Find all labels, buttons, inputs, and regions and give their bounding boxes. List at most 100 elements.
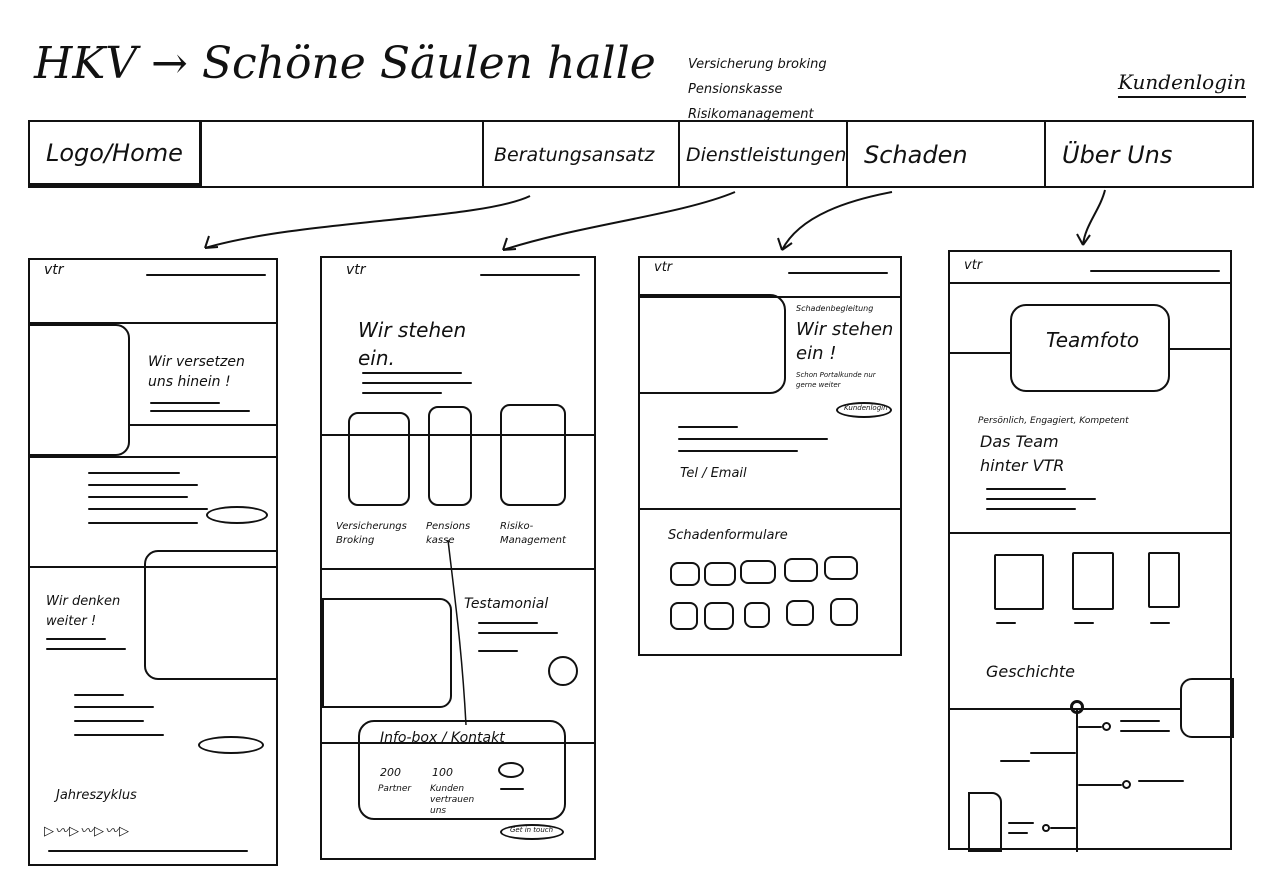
form-tile[interactable] (784, 558, 818, 582)
service-card[interactable] (348, 412, 410, 506)
nav-spacer (202, 122, 484, 188)
service-card[interactable] (428, 406, 472, 506)
text-scribble (986, 498, 1096, 500)
nav-lines (788, 272, 888, 274)
text-scribble (1138, 780, 1184, 782)
text-scribble (986, 508, 1076, 510)
wireframe-beratungsansatz: vtr Wir versetzen uns hinein ! Wir denke… (28, 258, 278, 866)
form-tile[interactable] (744, 602, 770, 628)
section-divider (950, 532, 1230, 534)
text-scribble (986, 488, 1066, 490)
service-card[interactable] (500, 404, 566, 506)
list-line (74, 706, 154, 708)
wireframe-brand: vtr (346, 262, 366, 278)
infobox-heading: Info-box / Kontakt (380, 730, 505, 746)
hero-heading: Wir stehen ein ! (796, 319, 894, 364)
nav-logo-home[interactable]: Logo/Home (30, 122, 202, 186)
list-line (88, 508, 208, 510)
form-tile[interactable] (740, 560, 776, 584)
list-line (74, 734, 164, 736)
section-divider (130, 424, 276, 426)
text-scribble (678, 426, 738, 428)
nav-item-schaden[interactable]: Schaden (848, 122, 1046, 188)
infobox (358, 720, 566, 820)
hero-sub: Schon Portalkunde nur gerne weiter (796, 371, 876, 389)
eyebrow: Schadenbegleitung (796, 304, 874, 313)
nav-item-beratungsansatz[interactable]: Beratungsansatz (484, 122, 680, 188)
text-scribble (678, 450, 798, 452)
cycle-heading: Jahreszyklus (56, 788, 137, 803)
text-scribble (996, 622, 1016, 624)
text-scribble (362, 372, 462, 374)
team-member-card (1072, 552, 1114, 610)
wireframe-brand: vtr (44, 262, 64, 278)
list-line (88, 522, 198, 524)
services-list-item: Risikomanagement (688, 107, 814, 122)
history-image (968, 792, 1002, 852)
text-scribble (1150, 622, 1170, 624)
hero-image-placeholder (28, 324, 130, 456)
kundenlogin-button[interactable] (836, 402, 892, 418)
text-scribble (1000, 760, 1030, 762)
testimonial-avatar (548, 656, 578, 686)
get-in-touch-button[interactable] (500, 824, 564, 840)
stat-label: Partner (378, 784, 412, 794)
text-scribble (478, 650, 518, 652)
team-member-card (994, 554, 1044, 610)
text-scribble (1074, 622, 1094, 624)
text-scribble (478, 622, 538, 624)
section-divider (30, 322, 276, 324)
section2-heading: Wir denken weiter ! (46, 594, 121, 629)
history-image (1180, 678, 1234, 738)
nav-lines (1090, 270, 1220, 272)
form-tile[interactable] (670, 602, 698, 630)
services-list-item: Pensionskasse (688, 82, 783, 97)
list-line (88, 484, 198, 486)
form-tile[interactable] (830, 598, 858, 626)
form-tile[interactable] (704, 602, 734, 630)
text-scribble (478, 632, 558, 634)
cta-button[interactable] (206, 506, 268, 524)
text-scribble (46, 638, 106, 640)
get-in-touch-label[interactable]: Get in touch (510, 826, 554, 834)
kundenlogin-button-label[interactable]: Kundenlogin (844, 404, 888, 412)
kundenlogin-link[interactable]: Kundenlogin (1118, 70, 1247, 98)
contact-info: Tel / Email (680, 466, 747, 481)
stat-label: Kunden vertrauen uns (430, 784, 475, 816)
page-title: HKV → Schöne Säulen halle (34, 38, 656, 89)
list-line (88, 496, 188, 498)
form-tile[interactable] (824, 556, 858, 580)
list-line (74, 720, 144, 722)
cycle-line (48, 850, 248, 852)
team-photo (1010, 304, 1170, 392)
text-scribble (500, 788, 524, 790)
testimonial-image (322, 598, 452, 708)
team-heading: Das Team hinter VTR (980, 432, 1065, 475)
text-scribble (150, 410, 250, 412)
timeline-vertical (1076, 708, 1078, 852)
testimonial-heading: Testamonial (464, 596, 549, 612)
services-list-item: Versicherung broking (688, 57, 827, 72)
form-tile[interactable] (670, 562, 700, 586)
wireframe-ueber-uns: vtr Teamfoto Persönlich, Engagiert, Komp… (948, 250, 1234, 852)
cycle-timeline: ▷〰▷〰▷〰▷ (44, 824, 130, 839)
section-divider (950, 282, 1230, 284)
form-tile[interactable] (704, 562, 736, 586)
team-photo-label: Teamfoto (1046, 328, 1140, 352)
text-scribble (1120, 730, 1170, 732)
service-card-label: Versicherungs Broking (336, 521, 407, 546)
forms-heading: Schadenformulare (668, 528, 788, 543)
nav-item-dienstleistungen[interactable]: Dienstleistungen (680, 122, 848, 188)
wireframe-schaden: vtr Schadenbegleitung Wir stehen ein ! S… (638, 256, 902, 656)
timeline-connector (1078, 784, 1122, 786)
nav-item-ueber-uns[interactable]: Über Uns (1062, 141, 1173, 169)
section-divider (322, 568, 594, 570)
timeline-dot (1122, 780, 1131, 789)
services-list: Versicherung broking Pensionskasse Risik… (688, 52, 827, 127)
cta-button[interactable] (198, 736, 264, 754)
form-tile[interactable] (786, 600, 814, 626)
nav-bar: Logo/Home Beratungsansatz Dienstleistung… (28, 120, 1254, 188)
section-divider (640, 508, 900, 510)
hero-heading: Wir versetzen uns hinein ! (148, 354, 245, 390)
